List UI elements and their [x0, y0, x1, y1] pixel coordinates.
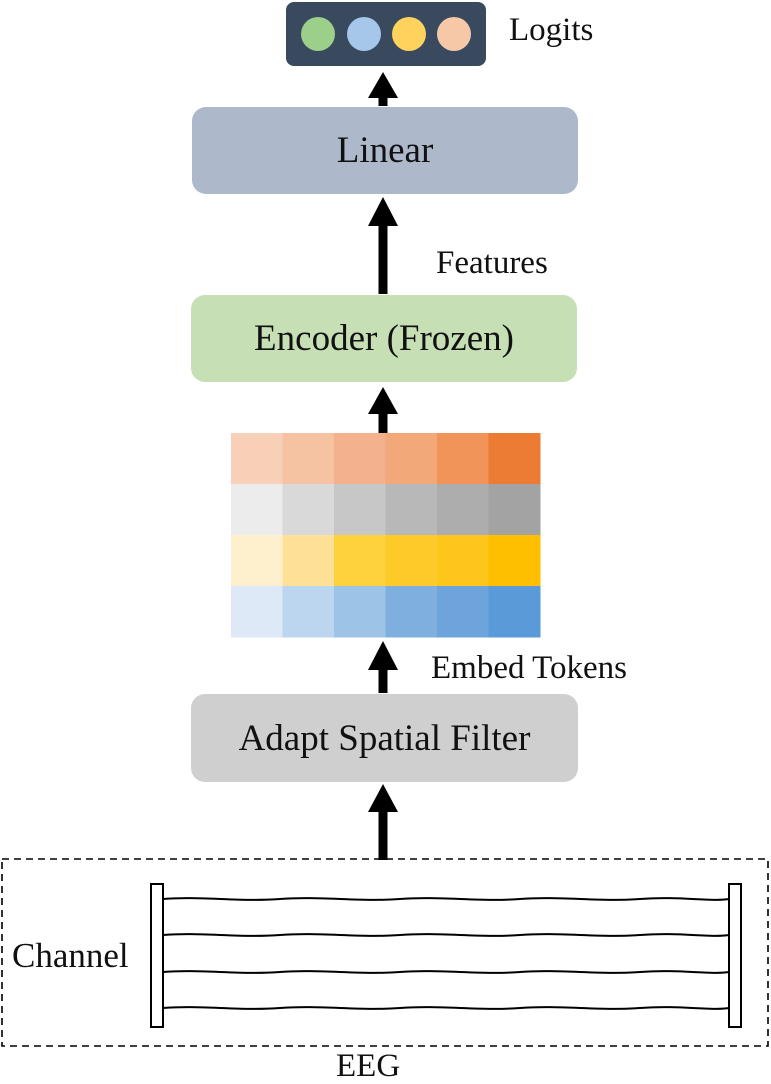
channel-label: Channel	[12, 936, 129, 975]
token-cell-r1-c5	[437, 433, 489, 485]
token-cell-r4-c3	[334, 586, 386, 638]
token-cell-r3-c3	[334, 535, 386, 587]
eeg-label: EEG	[336, 1048, 401, 1084]
arrow-filter-to-tokens	[368, 641, 398, 693]
arrow-tokens-to-encoder	[368, 387, 398, 433]
spatial-filter-block-label: Adapt Spatial Filter	[238, 717, 531, 759]
eeg-right-bar	[728, 883, 742, 1028]
logit-circle-3	[392, 17, 426, 51]
arrow-linear-to-logits	[368, 72, 398, 106]
token-cell-r1-c2	[282, 433, 335, 485]
token-cell-r3-c2	[282, 535, 335, 587]
token-cell-r1-c6	[488, 433, 541, 485]
token-cell-r3-c4	[385, 535, 438, 587]
token-cell-r3-c1	[231, 535, 283, 587]
token-cell-r1-c1	[231, 433, 283, 485]
token-cell-r4-c4	[385, 586, 438, 638]
token-cell-r4-c1	[231, 586, 283, 638]
token-cell-r2-c3	[334, 484, 386, 536]
embed-token-grid	[231, 433, 541, 638]
linear-block-label: Linear	[336, 130, 434, 171]
token-cell-r1-c3	[334, 433, 386, 485]
eeg-signal-line-1	[162, 897, 730, 901]
token-cell-r2-c1	[231, 484, 283, 536]
token-cell-r3-c5	[437, 535, 489, 587]
eeg-signal-line-2	[162, 933, 730, 937]
token-cell-r1-c4	[385, 433, 438, 485]
linear-block: Linear	[192, 107, 578, 194]
token-cell-r4-c2	[282, 586, 335, 638]
logit-circle-4	[437, 17, 471, 51]
arrow-encoder-to-linear	[368, 197, 398, 294]
token-cell-r3-c6	[488, 535, 541, 587]
eeg-container	[1, 858, 769, 1047]
features-label: Features	[436, 245, 548, 281]
eeg-signal-line-4	[162, 1006, 730, 1010]
logit-circle-2	[347, 17, 381, 51]
logits-label: Logits	[509, 12, 594, 48]
token-cell-r2-c5	[437, 484, 489, 536]
token-cell-r2-c2	[282, 484, 335, 536]
token-cell-r2-c6	[488, 484, 541, 536]
token-cell-r2-c4	[385, 484, 438, 536]
spatial-filter-block: Adapt Spatial Filter	[191, 694, 578, 782]
token-cell-r4-c5	[437, 586, 489, 638]
eeg-signal-line-3	[162, 970, 730, 974]
embed-tokens-label: Embed Tokens	[431, 650, 627, 686]
arrow-eeg-to-filter	[368, 784, 398, 860]
token-cell-r4-c6	[488, 586, 541, 638]
encoder-block: Encoder (Frozen)	[191, 295, 577, 382]
eeg-left-bar	[150, 883, 164, 1028]
logits-panel	[286, 2, 486, 66]
encoder-block-label: Encoder (Frozen)	[254, 318, 514, 359]
logit-circle-1	[301, 17, 335, 51]
